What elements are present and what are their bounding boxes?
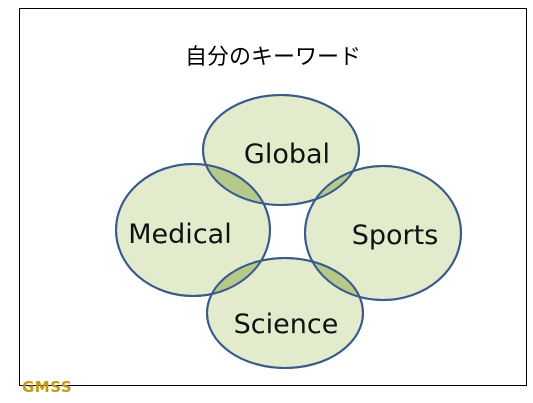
outline-medical [115,163,271,297]
gmss-logo: GMSS [22,378,73,396]
keyword-label-science: Science [234,309,339,340]
keyword-label-sports: Sports [352,220,439,251]
outline-global [202,94,360,206]
keyword-label-global: Global [244,139,330,170]
slide-title: 自分のキーワード [184,45,361,70]
outline-science [206,257,364,369]
outline-sports [304,165,462,301]
keyword-label-medical: Medical [128,219,231,250]
